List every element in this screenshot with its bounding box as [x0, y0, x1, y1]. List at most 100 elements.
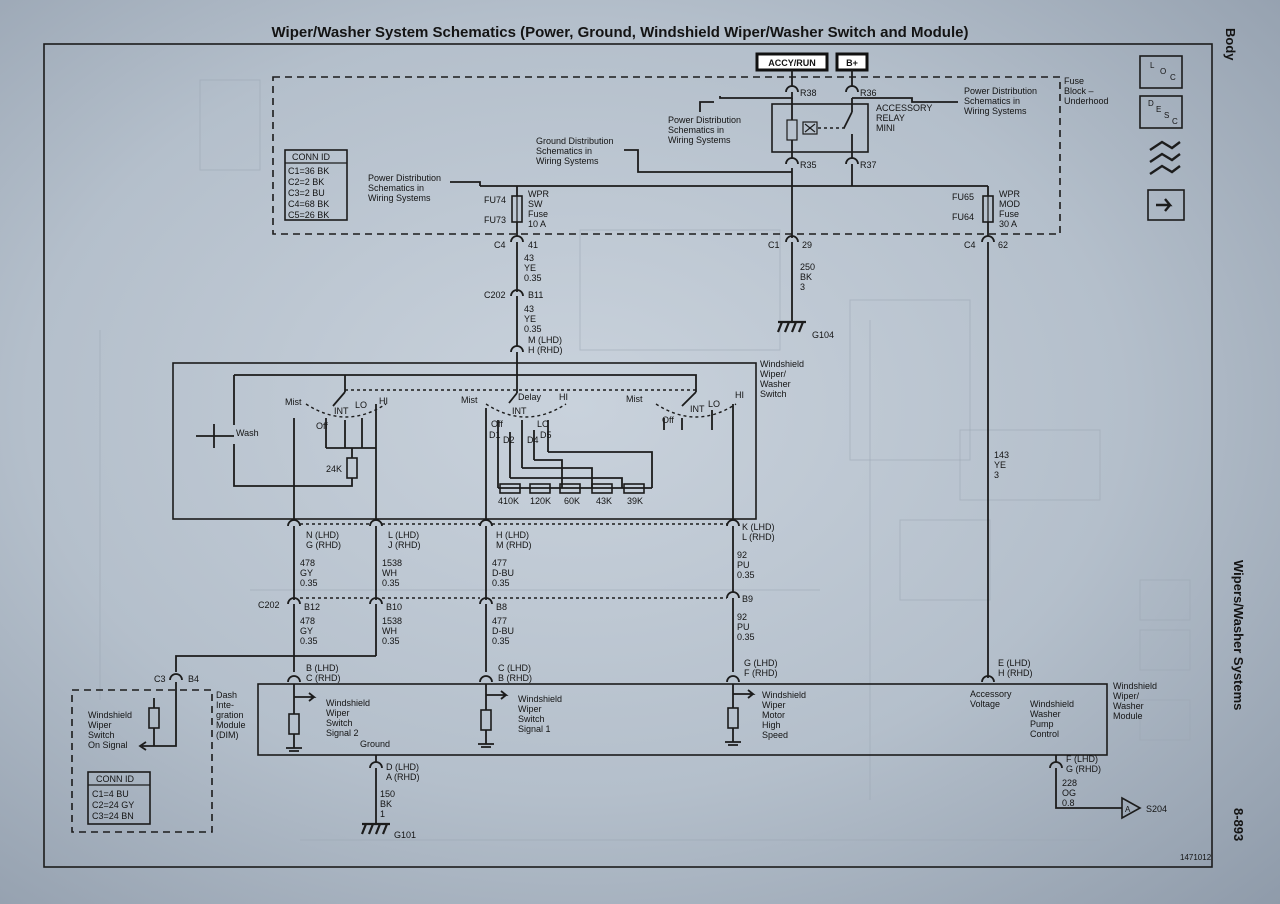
svg-text:29: 29	[802, 240, 812, 250]
wire-150-label: 150 BK 1	[380, 789, 395, 819]
svg-text:Wash: Wash	[236, 428, 259, 438]
svg-text:24K: 24K	[326, 464, 342, 474]
svg-text:BK: BK	[800, 272, 812, 282]
dim-internal	[142, 682, 177, 747]
svg-text:Fuse: Fuse	[999, 209, 1019, 219]
svg-text:Washer: Washer	[1113, 701, 1144, 711]
svg-text:Signal 2: Signal 2	[326, 728, 359, 738]
bplus-source: B+	[835, 52, 869, 72]
svg-text:LO: LO	[355, 400, 367, 410]
motor-high-circuit	[725, 684, 741, 746]
page-frame	[43, 43, 1213, 868]
svg-text:1538: 1538	[382, 558, 402, 568]
svg-text:1: 1	[380, 809, 385, 819]
relay-label: ACCESSORY RELAY MINI	[876, 103, 932, 133]
svg-text:0.8: 0.8	[1062, 798, 1075, 808]
svg-text:Power Distribution: Power Distribution	[668, 115, 741, 125]
svg-text:FU73: FU73	[484, 215, 506, 225]
svg-text:B (LHD): B (LHD)	[306, 663, 339, 673]
svg-text:A: A	[1125, 805, 1131, 814]
c4-pin62-connector: C4 62	[964, 235, 1008, 250]
signal2-label: Windshield Wiper Switch Signal 2	[326, 698, 370, 738]
svg-text:D-BU: D-BU	[492, 568, 514, 578]
svg-text:Signal 1: Signal 1	[518, 724, 551, 734]
wire-250-label: 250 BK 3	[800, 262, 815, 292]
pump-pin: F (LHD) G (RHD)	[1049, 754, 1101, 774]
svg-text:D (LHD): D (LHD)	[386, 762, 419, 772]
svg-text:39K: 39K	[627, 496, 643, 506]
svg-text:L: L	[1150, 61, 1155, 70]
motor-high-label: Windshield Wiper Motor High Speed	[762, 690, 806, 740]
harness-upper-wires	[293, 526, 734, 600]
dim-resistor	[148, 707, 160, 729]
svg-text:HI: HI	[735, 390, 744, 400]
svg-text:YE: YE	[524, 314, 536, 324]
svg-text:Wiring Systems: Wiring Systems	[536, 156, 599, 166]
pump-control-label: Windshield Washer Pump Control	[1030, 699, 1074, 739]
svg-text:R36: R36	[860, 88, 877, 98]
r36-connector	[845, 85, 859, 93]
wire-143-label: 143 YE 3	[994, 450, 1009, 480]
svg-text:LO: LO	[708, 399, 720, 409]
col3-wire-a: 477 D-BU 0.35	[492, 558, 514, 588]
svg-text:Schematics in: Schematics in	[668, 125, 724, 135]
svg-text:Windshield: Windshield	[1113, 681, 1157, 691]
svg-text:10 A: 10 A	[528, 219, 546, 229]
svg-text:G (RHD): G (RHD)	[1066, 764, 1101, 774]
svg-text:0.35: 0.35	[737, 632, 755, 642]
switch-contacts	[332, 375, 697, 407]
col2-wire-a: 1538 WH 0.35	[382, 558, 402, 588]
svg-text:C4: C4	[964, 240, 976, 250]
svg-text:C202: C202	[484, 290, 506, 300]
connector-icon[interactable]	[1149, 140, 1181, 175]
svg-text:C4=68 BK: C4=68 BK	[288, 199, 329, 209]
module-ground-pin: D (LHD) A (RHD)	[369, 761, 420, 782]
arrow-right-icon[interactable]	[1147, 189, 1185, 221]
wire-228-og	[1055, 768, 1122, 809]
page-title: Wiper/Washer System Schematics (Power, G…	[272, 24, 969, 41]
svg-text:Mist: Mist	[461, 395, 478, 405]
svg-text:250: 250	[800, 262, 815, 272]
signal2-circuit	[286, 684, 302, 752]
svg-text:PU: PU	[737, 560, 750, 570]
loc-icon[interactable]: L O C	[1139, 55, 1183, 89]
svg-text:S204: S204	[1146, 804, 1167, 814]
svg-text:Wiring Systems: Wiring Systems	[964, 106, 1027, 116]
section-1-contacts	[293, 404, 377, 487]
svg-text:GY: GY	[300, 626, 313, 636]
svg-text:Wiper: Wiper	[762, 700, 786, 710]
svg-text:Fuse: Fuse	[528, 209, 548, 219]
svg-text:1538: 1538	[382, 616, 402, 626]
desc-icon[interactable]: D E S C	[1139, 95, 1183, 129]
svg-text:C5=26 BK: C5=26 BK	[288, 210, 329, 220]
svg-text:477: 477	[492, 616, 507, 626]
signal1-resistor	[480, 709, 492, 731]
module-ground-label: Ground	[360, 739, 390, 749]
svg-text:Off: Off	[662, 415, 674, 425]
col1-wire-a: 478 GY 0.35	[300, 558, 318, 588]
switch-output-pins	[287, 519, 740, 527]
svg-text:Schematics in: Schematics in	[964, 96, 1020, 106]
accessory-voltage-label: Accessory Voltage	[970, 689, 1012, 709]
svg-text:3: 3	[800, 282, 805, 292]
svg-text:410K: 410K	[498, 496, 519, 506]
svg-text:OG: OG	[1062, 788, 1076, 798]
col3-wire-b: 477 D-BU 0.35	[492, 616, 514, 646]
svg-text:0.35: 0.35	[382, 636, 400, 646]
svg-text:228: 228	[1062, 778, 1077, 788]
svg-text:Washer: Washer	[1030, 709, 1061, 719]
svg-text:Delay: Delay	[518, 392, 542, 402]
svg-text:B+: B+	[846, 58, 858, 68]
conn-id-table: CONN ID C1=36 BK C2=2 BK C3=2 BU C4=68 B…	[284, 149, 348, 221]
svg-text:C1=4 BU: C1=4 BU	[92, 789, 129, 799]
r37-connector	[845, 157, 859, 165]
svg-text:3: 3	[994, 470, 999, 480]
dim-label: Dash Inte- gration Module (DIM)	[216, 690, 246, 740]
svg-text:C3=24 BN: C3=24 BN	[92, 811, 134, 821]
svg-text:L (LHD): L (LHD)	[388, 530, 419, 540]
svg-text:Motor: Motor	[762, 710, 785, 720]
wiper-module-label: Windshield Wiper/ Washer Module	[1113, 681, 1157, 721]
g104-ground-symbol: G104	[776, 320, 834, 340]
